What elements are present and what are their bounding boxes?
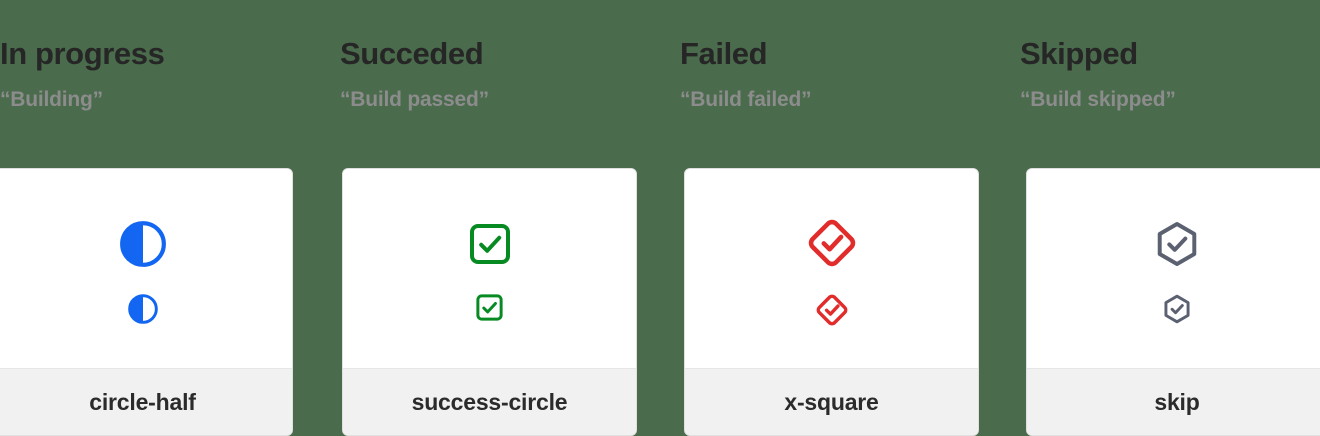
status-column-skipped: Skipped “Build skipped” [1020,0,1320,436]
success-circle-icon [466,220,514,268]
icon-preview-area [343,169,636,368]
status-caption: “Build skipped” [1020,88,1176,111]
column-header: In progress “Building” [0,0,340,168]
skip-icon [1152,219,1202,269]
column-header: Succeded “Build passed” [340,0,680,168]
column-header: Skipped “Build skipped” [1020,0,1320,168]
icon-name-footer: x-square [685,368,978,435]
icon-name-footer: success-circle [343,368,636,435]
icon-preview-area [1027,169,1320,368]
icon-name-footer: skip [1027,368,1320,435]
icon-name-label: x-square [784,388,879,415]
page-title: Failed [680,36,768,71]
page-title: In progress [0,36,165,71]
status-caption: “Build passed” [340,88,489,111]
circle-half-icon [118,219,168,269]
skip-icon-small [1161,293,1193,325]
success-circle-icon-small [474,292,505,323]
icon-card-success-circle[interactable]: success-circle [342,168,637,436]
icon-card-skip[interactable]: skip [1026,168,1320,436]
status-column-failed: Failed “Build failed” [680,0,1020,436]
icon-name-label: success-circle [411,388,568,415]
icon-name-label: skip [1154,388,1200,415]
icon-preview-area [685,169,978,368]
page-title: Succeded [340,36,484,71]
page-title: Skipped [1020,36,1138,71]
icon-name-footer: circle-half [0,368,292,435]
column-header: Failed “Build failed” [680,0,1020,168]
x-square-icon-small [815,293,849,327]
icon-card-circle-half[interactable]: circle-half [0,168,293,436]
status-column-in-progress: In progress “Building” [0,0,340,436]
icon-preview-area [0,169,292,368]
status-column-succeded: Succeded “Build passed” [340,0,680,436]
icon-name-label: circle-half [89,388,196,415]
status-caption: “Building” [0,88,103,111]
status-caption: “Build failed” [680,88,812,111]
icon-card-x-square[interactable]: x-square [684,168,979,436]
x-square-icon [806,217,858,269]
circle-half-icon-small [127,293,159,325]
